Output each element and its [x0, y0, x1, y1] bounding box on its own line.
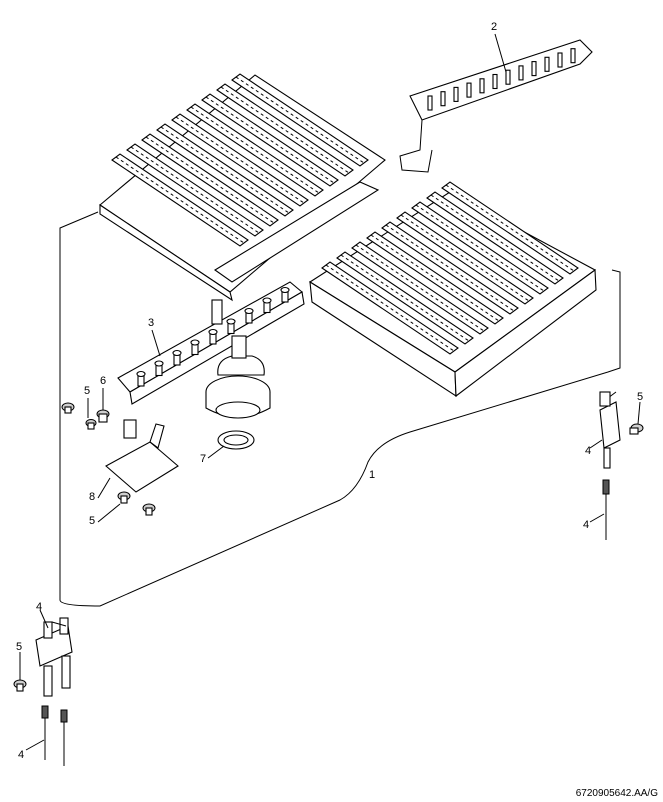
nozzle-tip [154, 360, 164, 367]
o-ring-seal [217, 430, 255, 450]
burner-bar-ports [415, 204, 545, 292]
screw-small-3 [117, 491, 131, 504]
callout-7: 7 [200, 453, 206, 465]
bracket-slot [570, 48, 576, 64]
nozzle-tip [244, 307, 254, 315]
screw-small-2 [85, 419, 97, 430]
callout-5-lower: 5 [89, 515, 95, 527]
burner-bar-ports [220, 86, 350, 174]
bracket-slots [427, 48, 576, 111]
electrode-cable-left-1 [41, 705, 49, 760]
burner-bar-ports [400, 214, 530, 302]
bracket-slot [544, 56, 550, 72]
ignition-electrode-right [599, 391, 621, 469]
callout-4-right-electrode: 4 [585, 445, 591, 457]
bracket-slot [557, 52, 563, 68]
nozzle-tip [208, 328, 218, 336]
burner-bar-ports [325, 264, 455, 352]
bracket-slot [427, 95, 433, 111]
electrode-cable-left-2 [60, 709, 68, 766]
bracket-slot [453, 86, 459, 102]
burner-bar-ports [355, 244, 485, 332]
screw-left [13, 679, 27, 692]
bracket-slot [518, 65, 524, 81]
burner-bar-ports [175, 116, 305, 204]
leader-lines [19, 33, 641, 751]
burner-assembly-left [99, 73, 386, 302]
bracket-slot [440, 91, 446, 107]
burner-bar-ports [190, 106, 320, 194]
nozzle-tip [136, 370, 146, 378]
burner-bars-right [321, 181, 579, 355]
burner-bar-ports [205, 96, 335, 184]
bracket-slot [466, 82, 472, 98]
bracket-slot [492, 73, 498, 90]
heat-shield-bracket [399, 39, 593, 173]
manifold-test-nipple [211, 299, 223, 325]
drawing-code: 6720905642.AA/G [576, 788, 659, 799]
nozzle-tip [226, 318, 236, 325]
nozzle-tip [280, 286, 290, 294]
burner-bar-ports [145, 136, 275, 224]
callout-5-right: 5 [637, 391, 643, 403]
burner-bar-ports [115, 156, 245, 244]
callout-3: 3 [148, 317, 154, 329]
callout-5-upper: 5 [84, 385, 90, 397]
callout-4-left-cable: 4 [18, 749, 24, 761]
screw-small-1 [61, 402, 75, 414]
screw-small-4 [142, 503, 156, 516]
burner-bar-ports [385, 224, 515, 312]
burner-bars-left [111, 73, 369, 247]
burner-bar-ports [370, 234, 500, 322]
callout-5-left: 5 [16, 641, 22, 653]
nozzle-tip [190, 339, 200, 346]
electrode-cable-right [602, 479, 610, 540]
gas-manifold [117, 281, 305, 405]
burner-bar-ports [340, 254, 470, 342]
burner-bar-ports [160, 126, 290, 214]
burner-bar-ports [430, 194, 560, 282]
electrode-bracket [105, 419, 179, 493]
fitting-item-6 [96, 409, 110, 423]
bracket-slot [531, 61, 537, 77]
manifold-nozzles [136, 286, 290, 387]
callout-1: 1 [369, 469, 375, 481]
callout-4-left-electrode: 4 [36, 601, 42, 613]
callout-4-right-cable: 4 [583, 519, 589, 531]
screw-right [629, 423, 644, 435]
ignition-electrode-left [35, 617, 73, 697]
burner-bar-ports [235, 76, 365, 164]
bracket-slot [479, 78, 485, 94]
bracket-slot [505, 69, 511, 85]
callout-2: 2 [491, 21, 497, 33]
nozzle-tip [262, 297, 272, 304]
gas-inlet-connector [205, 335, 271, 419]
burner-bar-ports [130, 146, 260, 234]
callout-8: 8 [89, 491, 95, 503]
callout-6: 6 [100, 375, 106, 387]
burner-assembly-right [308, 181, 597, 398]
nozzle-tip [172, 349, 182, 357]
assembly-bracket [59, 211, 621, 607]
burner-bar-ports [445, 184, 575, 272]
